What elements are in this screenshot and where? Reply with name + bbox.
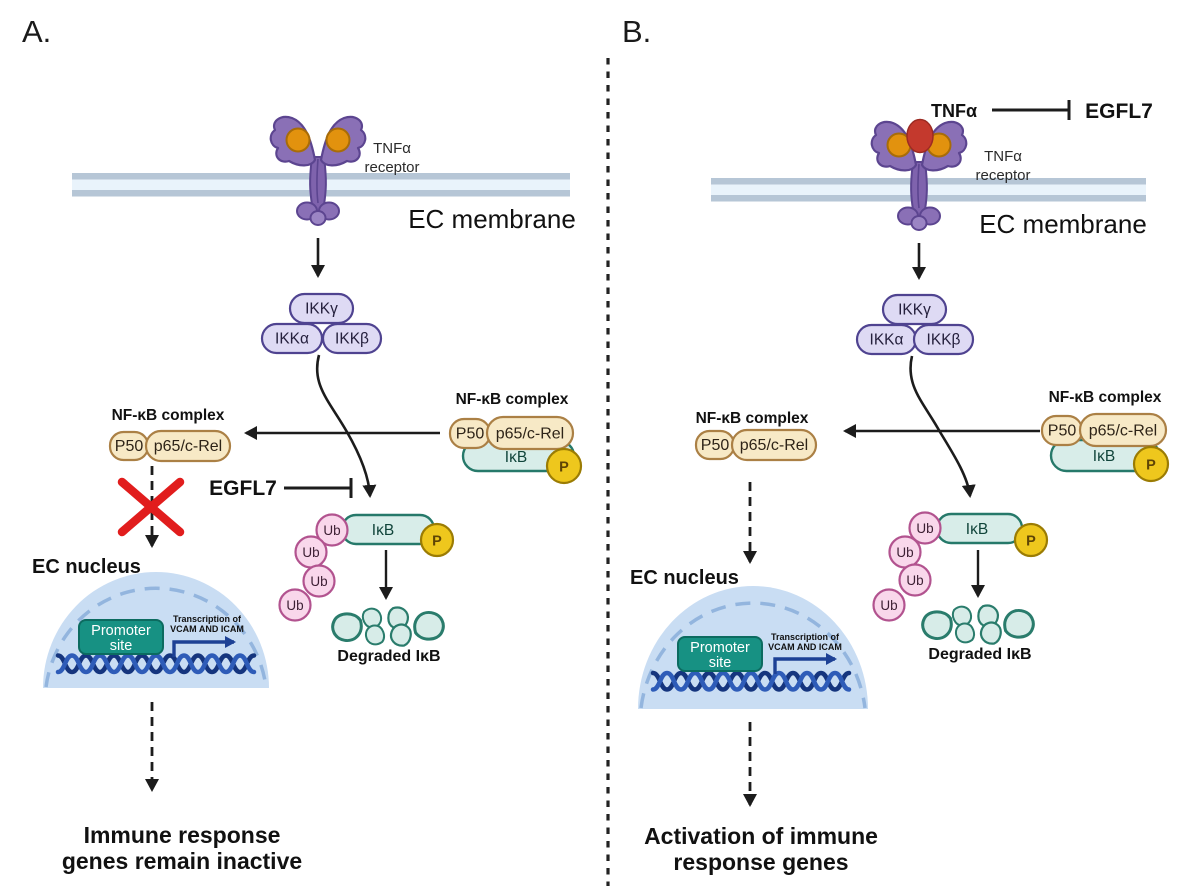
- promoter-site-box: [677, 636, 763, 672]
- phospho-badge: P: [559, 460, 569, 476]
- outcome-label-2: genes remain inactive: [62, 848, 302, 874]
- ikk-complex: IKKγ IKKα IKKβ: [855, 293, 975, 356]
- panel-a: A. TNFα receptor EC membrane IKKγ IKKα I…: [22, 14, 583, 874]
- transcription-arrow: [172, 636, 236, 657]
- tnfa-top-label: TNFα: [931, 101, 977, 121]
- p50-label: P50: [1048, 423, 1077, 440]
- ub-label: Ub: [310, 574, 327, 589]
- ikk-alpha-label: IKKα: [870, 332, 904, 349]
- p50-label: P50: [115, 438, 144, 455]
- ikk-alpha-label: IKKα: [275, 331, 309, 348]
- dna-helix: [650, 670, 852, 692]
- transcription-arrow: [773, 653, 837, 674]
- ubiquitin-chain: Ub Ub Ub Ub: [872, 511, 942, 622]
- transcription-label-1: Transcription of: [771, 632, 840, 642]
- egfl7-top-label: EGFL7: [1085, 100, 1153, 123]
- ec-membrane: [711, 178, 1146, 202]
- egfl7-label: EGFL7: [209, 477, 277, 500]
- outcome-label-2: response genes: [673, 849, 848, 875]
- transcription-label-2: VCAM AND ICAM: [768, 642, 842, 652]
- receptor-label-2: receptor: [975, 167, 1030, 184]
- phospho-badge: P: [1146, 458, 1156, 474]
- receptor-label-1: TNFα: [984, 148, 1022, 165]
- promoter-label-1: Promoter: [91, 623, 151, 639]
- degraded-ikb-fragments: [921, 604, 1035, 645]
- ub-label: Ub: [906, 573, 923, 588]
- transcription-label-2: VCAM AND ICAM: [170, 624, 244, 634]
- ec-nucleus: Promoter site Transcription of VCAM AND …: [43, 572, 269, 688]
- ub-label: Ub: [880, 598, 897, 613]
- p65-crel-label: p65/c-Rel: [154, 438, 222, 455]
- promoter-label-1: Promoter: [690, 640, 750, 656]
- ub-label: Ub: [916, 521, 933, 536]
- panel-a-label: A.: [22, 14, 51, 49]
- p50-label: P50: [456, 426, 485, 443]
- transcription-label-1: Transcription of: [173, 614, 242, 624]
- panel-b-label: B.: [622, 14, 651, 49]
- ikb-label: IκB: [966, 521, 988, 538]
- ub-label: Ub: [302, 545, 319, 560]
- panel-b: B. TNFα EGFL7 TNFα receptor EC membrane …: [622, 14, 1170, 875]
- ikk-complex: IKKγ IKKα IKKβ: [260, 292, 383, 355]
- p65-crel-label: p65/c-Rel: [740, 437, 808, 454]
- dna-helix: [55, 653, 257, 675]
- ikb-label: IκB: [505, 449, 527, 466]
- outcome-label-1: Immune response: [84, 822, 281, 848]
- egfl7-inhibition-bar: [284, 478, 353, 498]
- blocked-x-icon: [117, 477, 185, 537]
- p65-crel-label: p65/c-Rel: [496, 426, 564, 443]
- ikb-label: IκB: [372, 522, 394, 539]
- nfkb-complex-title: NF-κB complex: [696, 410, 809, 427]
- panel-divider: [606, 58, 610, 886]
- ikk-beta-label: IKKβ: [927, 332, 961, 349]
- nfkb-complex-bound: NF-κB complex IκB P50 p65/c-Rel P: [1040, 389, 1170, 483]
- ubiquitinated-ikb: IκB P Ub Ub Ub Ub: [278, 513, 455, 622]
- ec-nucleus: Promoter site Transcription of VCAM AND …: [638, 586, 868, 709]
- receptor-label-2: receptor: [364, 159, 419, 176]
- p65-crel-label: p65/c-Rel: [1089, 423, 1157, 440]
- ikk-gamma-label: IKKγ: [898, 302, 931, 319]
- promoter-label-2: site: [110, 638, 133, 654]
- ec-nucleus-label: EC nucleus: [630, 567, 739, 589]
- nfkb-complex-title: NF-κB complex: [456, 391, 569, 408]
- p50-label: P50: [701, 437, 730, 454]
- degraded-ikb-label: Degraded IκB: [928, 646, 1031, 663]
- ikb-label: IκB: [1093, 448, 1115, 465]
- receptor-label-1: TNFα: [373, 140, 411, 157]
- tnfa-ligand-icon: [906, 118, 934, 154]
- phospho-badge: P: [432, 534, 442, 550]
- degraded-ikb-fragments: [331, 606, 445, 647]
- ec-nucleus-label: EC nucleus: [32, 556, 141, 578]
- ikk-to-ikb-curve-arrow: [909, 355, 976, 498]
- nfkb-complex-released: NF-κB complex P50 p65/c-Rel: [108, 407, 232, 463]
- ikk-to-ikb-curve-arrow: [315, 354, 377, 498]
- ub-label: Ub: [896, 545, 913, 560]
- tnfa-inhibits-egfl7-bar: [992, 100, 1071, 120]
- ub-label: Ub: [286, 598, 303, 613]
- ikk-gamma-label: IKKγ: [305, 301, 338, 318]
- promoter-site-box: [78, 619, 164, 655]
- nfkb-complex-bound: NF-κB complex IκB P50 p65/c-Rel P: [448, 391, 583, 485]
- ikk-beta-label: IKKβ: [335, 331, 369, 348]
- ubiquitin-chain: Ub Ub Ub Ub: [278, 513, 349, 622]
- nfkb-complex-title: NF-κB complex: [112, 407, 225, 424]
- ec-membrane-label: EC membrane: [408, 204, 576, 234]
- ub-label: Ub: [323, 523, 340, 538]
- phospho-badge: P: [1026, 534, 1036, 550]
- ec-membrane-label: EC membrane: [979, 209, 1147, 239]
- ubiquitinated-ikb: IκB P Ub Ub Ub Ub: [872, 511, 1049, 622]
- tnfa-receptor-icon: [269, 115, 367, 227]
- nfkb-complex-released: NF-κB complex P50 p65/c-Rel: [694, 410, 818, 462]
- nfkb-complex-title: NF-κB complex: [1049, 389, 1162, 406]
- promoter-label-2: site: [709, 655, 732, 671]
- degraded-ikb-label: Degraded IκB: [337, 648, 440, 665]
- outcome-label-1: Activation of immune: [644, 823, 878, 849]
